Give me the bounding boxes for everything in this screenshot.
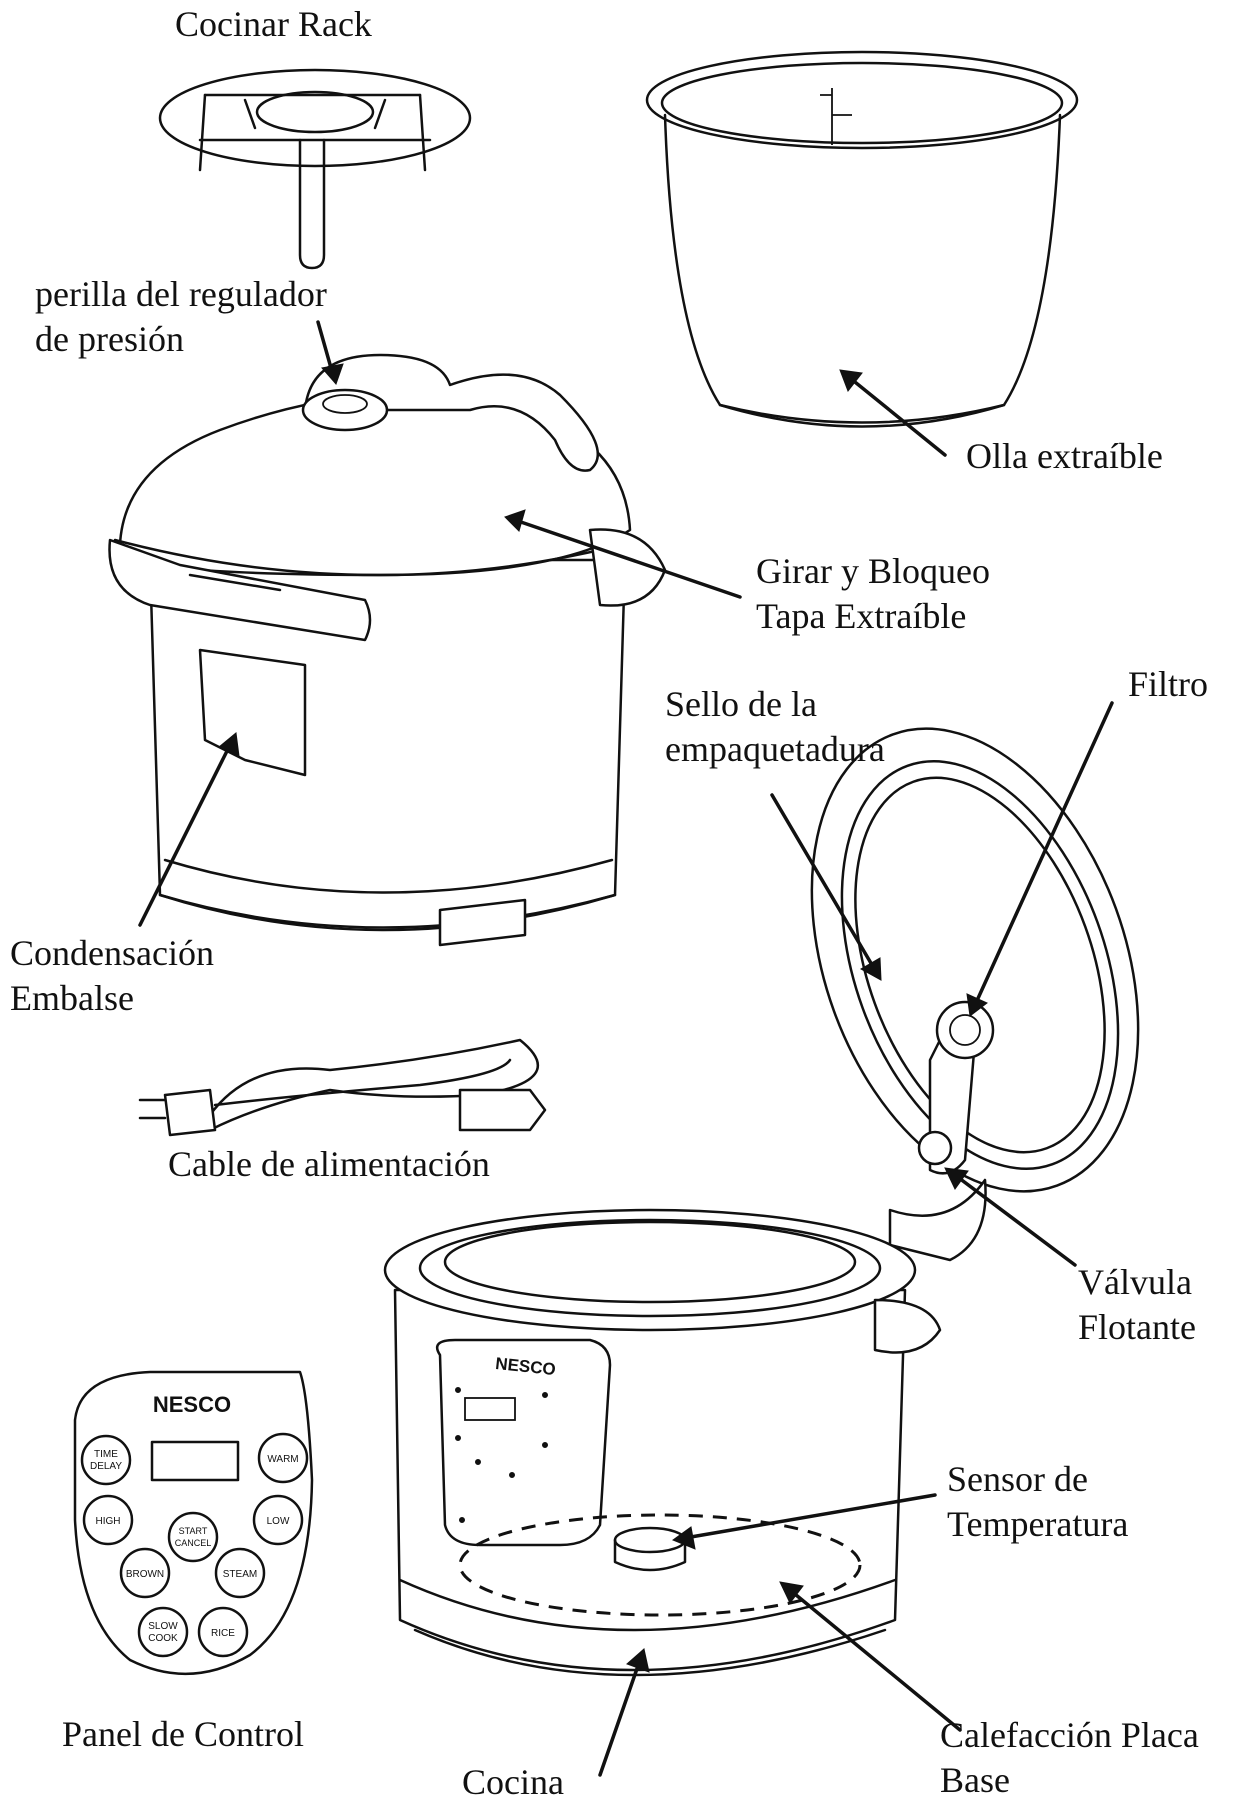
label-temperature-sensor: Sensor de Temperatura <box>947 1459 1129 1544</box>
power-cord-illustration <box>138 1038 547 1137</box>
label-heating-plate: Calefacción Placa Base <box>940 1715 1199 1800</box>
low-label: LOW <box>267 1516 290 1527</box>
start-cancel-label-1: START <box>179 1526 208 1536</box>
removable-pot-illustration <box>645 50 1079 428</box>
cooking-rack-illustration <box>158 68 472 270</box>
control-panel-brand: NESCO <box>153 1392 231 1417</box>
closed-cooker-illustration <box>108 353 667 947</box>
slow-cook-label-2: COOK <box>148 1633 178 1644</box>
label-cooking-rack: Cocinar Rack <box>175 4 372 44</box>
label-condensation-reservoir: Condensación Embalse <box>10 933 214 1018</box>
label-cooker: Cocina <box>462 1762 564 1802</box>
control-panel-text: NESCO TIME DELAY WARM HIGH LOW START CAN… <box>90 1354 557 1644</box>
rice-label: RICE <box>211 1628 235 1639</box>
label-twist-lock-lid: Girar y Bloqueo Tapa Extraíble <box>756 551 990 636</box>
label-gasket-seal: Sello de la empaquetadura <box>665 684 885 769</box>
label-removable-pot: Olla extraíble <box>966 436 1163 476</box>
leader-arrows <box>138 320 1114 1777</box>
open-cooker-illustration <box>383 1208 942 1677</box>
open-lid-illustration <box>810 727 1140 1262</box>
high-label: HIGH <box>96 1516 121 1527</box>
slow-cook-label-1: SLOW <box>148 1621 178 1632</box>
label-control-panel: Panel de Control <box>62 1714 304 1754</box>
label-filter: Filtro <box>1128 664 1209 704</box>
start-cancel-label-2: CANCEL <box>175 1538 212 1548</box>
control-panel-illustration <box>73 1370 314 1675</box>
label-pressure-regulator: perilla del regulador de presión <box>35 274 327 359</box>
time-delay-label-2: DELAY <box>90 1461 122 1472</box>
brown-label: BROWN <box>126 1569 164 1580</box>
label-power-cord: Cable de alimentación <box>168 1144 490 1184</box>
steam-label: STEAM <box>223 1569 257 1580</box>
label-float-valve: Válvula Flotante <box>1078 1262 1196 1347</box>
warm-label: WARM <box>267 1454 298 1465</box>
time-delay-label-1: TIME <box>94 1449 118 1460</box>
